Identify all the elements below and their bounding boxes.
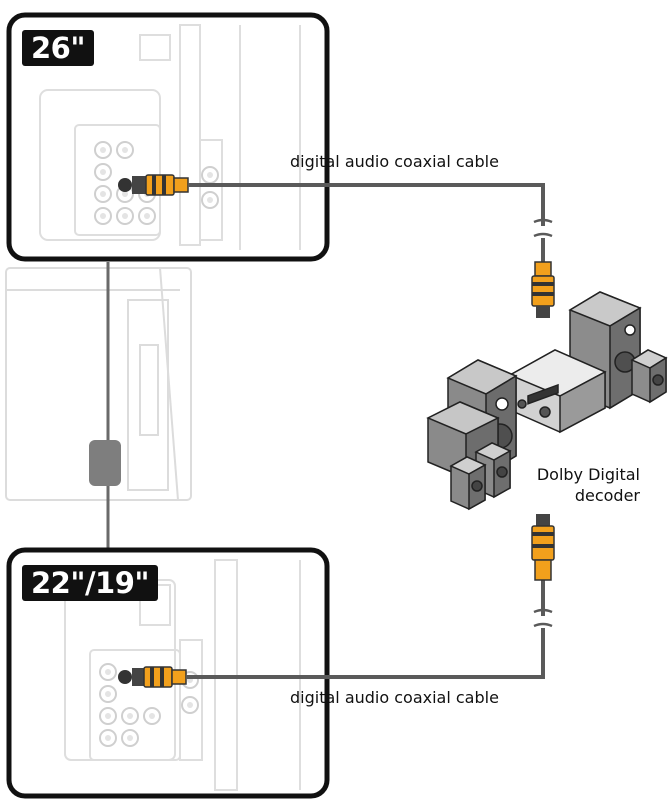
top-panel-tv-outline [39, 24, 301, 250]
top-coaxial-connector [118, 174, 189, 196]
tv-stand-cable [89, 262, 121, 550]
top-cable-label: digital audio coaxial cable [290, 152, 499, 171]
speaker-icon [630, 349, 668, 404]
home-theater-system [426, 291, 668, 511]
decoder-top-connector [531, 261, 555, 318]
decoder-bottom-connector [531, 514, 555, 581]
speaker-icon [449, 456, 487, 511]
bottom-coaxial-connector [118, 666, 187, 688]
top-cable [188, 183, 555, 318]
decoder-label: Dolby Digital decoder [520, 464, 640, 506]
decoder-label-line2: decoder [574, 486, 640, 505]
tv-background [5, 267, 192, 501]
top-panel [6, 12, 330, 262]
decoder-label-line1: Dolby Digital [536, 465, 640, 484]
bottom-panel-size-label: 22"/19" [22, 565, 159, 601]
bottom-cable-label: digital audio coaxial cable [290, 688, 499, 707]
bottom-cable [186, 514, 555, 679]
top-panel-size-label: 26" [22, 30, 94, 66]
receiver-icon [508, 349, 607, 434]
